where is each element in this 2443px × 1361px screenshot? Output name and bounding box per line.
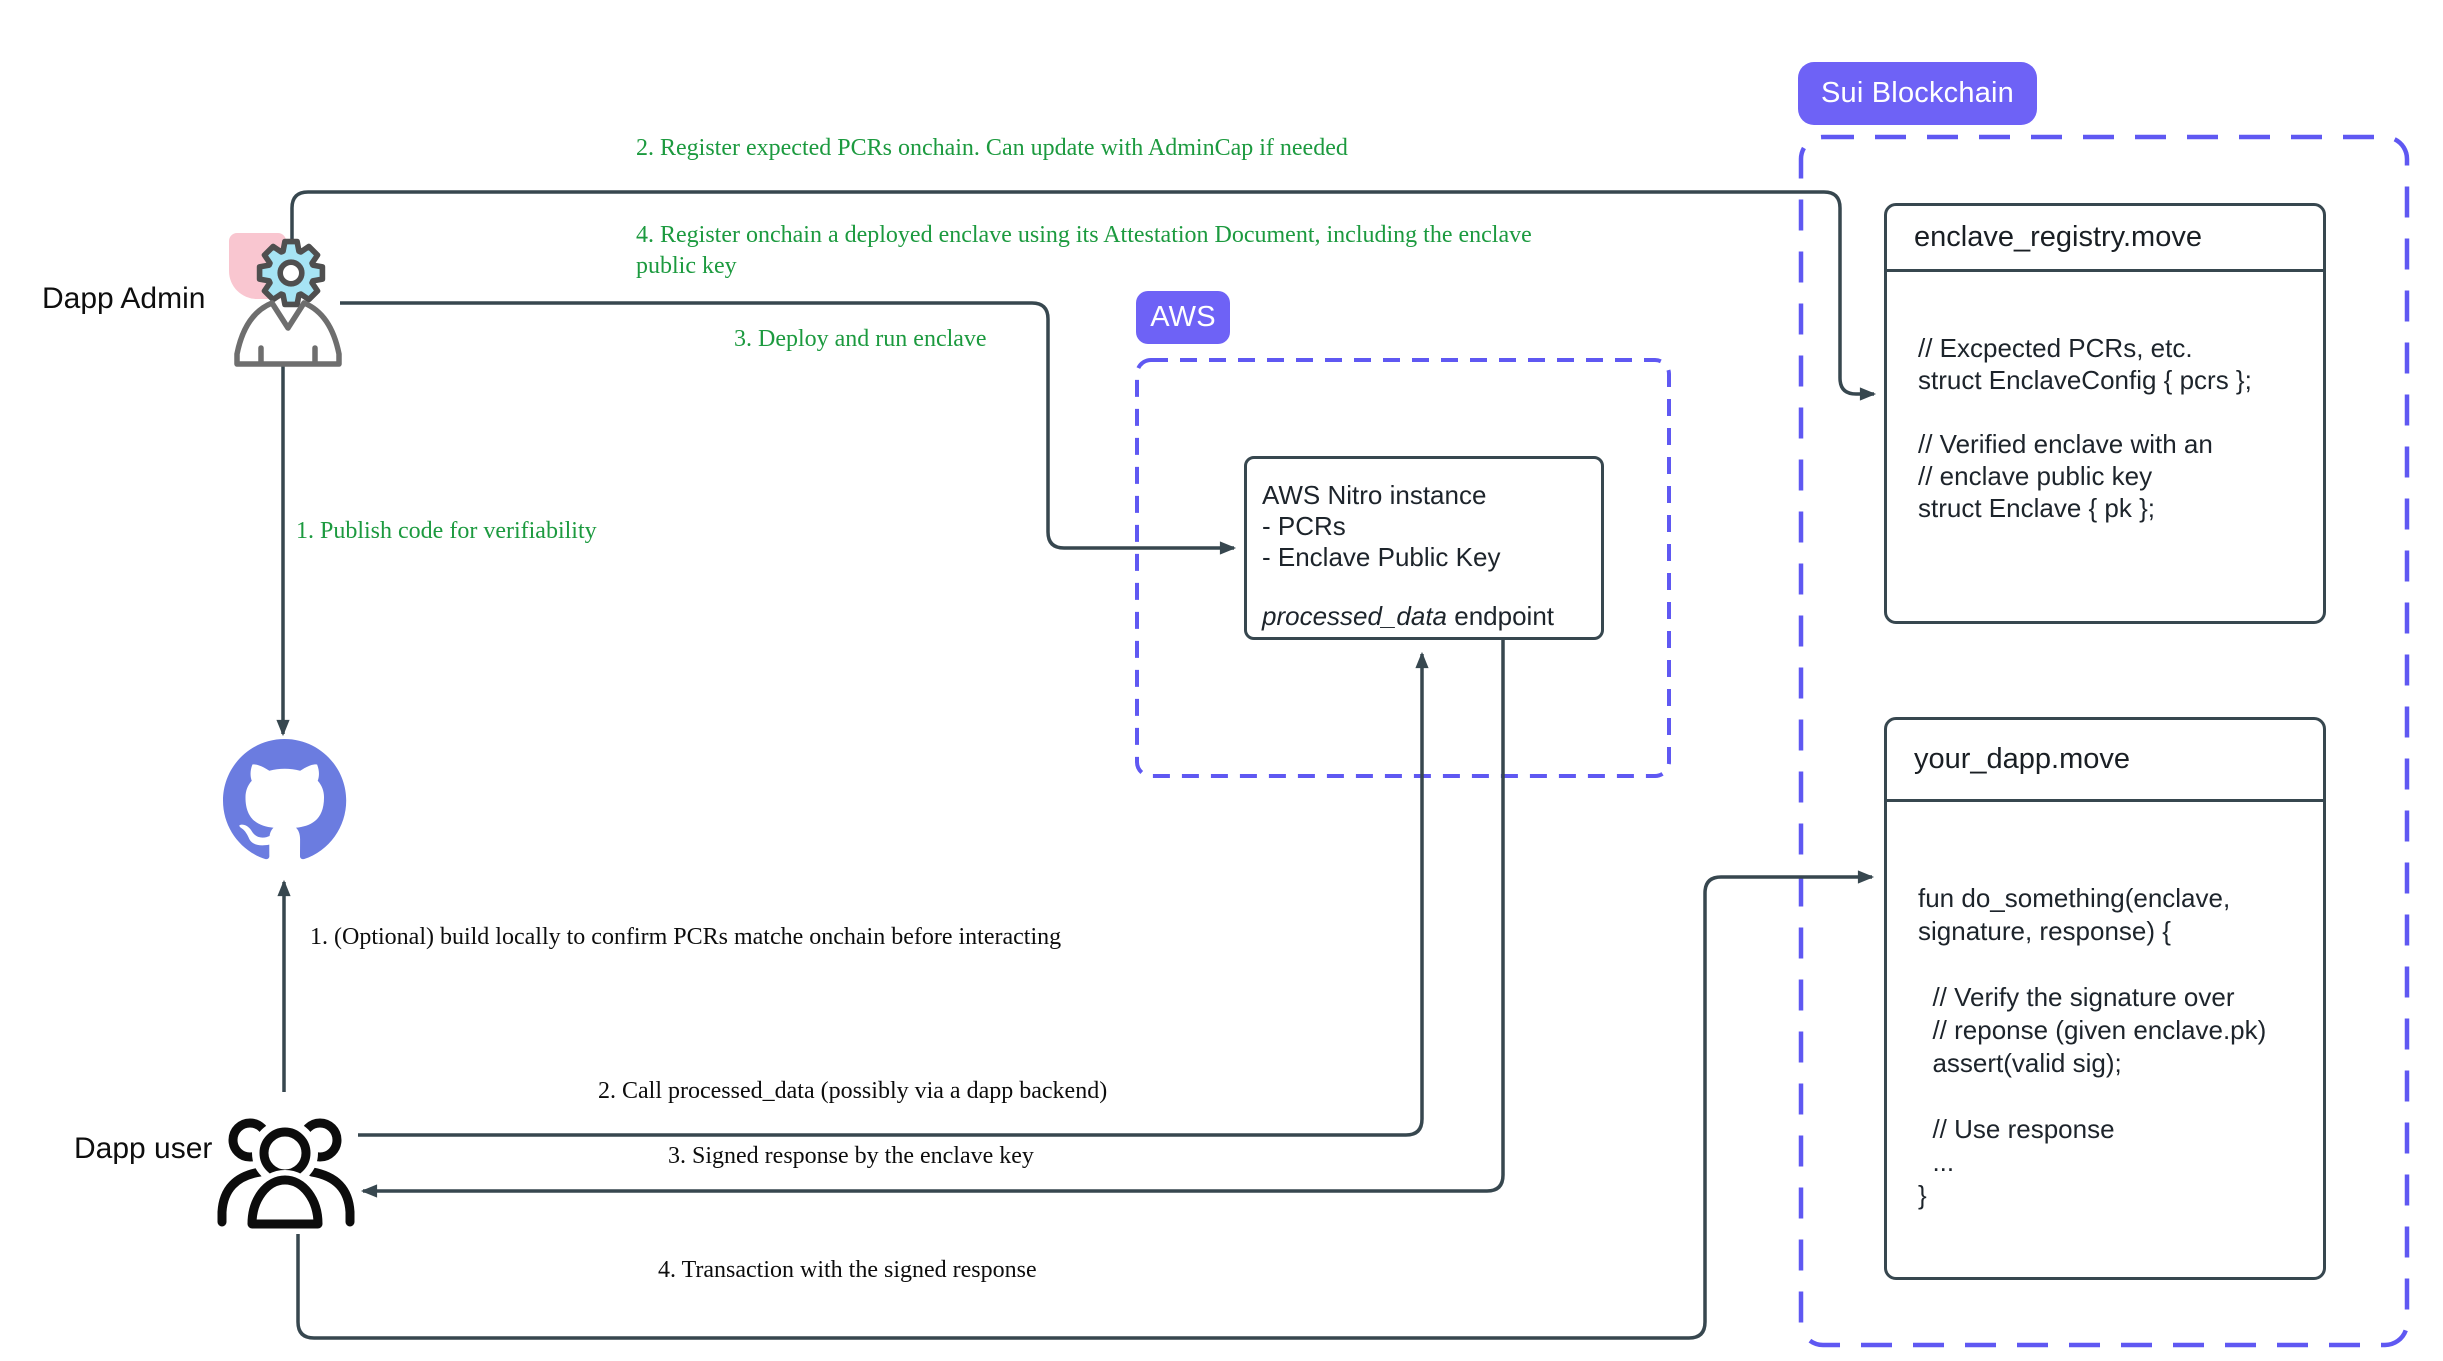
endpoint-rest: endpoint xyxy=(1447,601,1555,631)
your-dapp-title: your_dapp.move xyxy=(1887,720,2323,802)
annotation-signed-response: 3. Signed response by the enclave key xyxy=(668,1143,1034,1169)
gear-icon xyxy=(256,238,326,308)
enclave-registry-code: // Excpected PCRs, etc. struct EnclaveCo… xyxy=(1918,333,2252,523)
annotation-register-pcrs: 2. Register expected PCRs onchain. Can u… xyxy=(636,135,1348,161)
dapp-admin-label: Dapp Admin xyxy=(42,282,206,315)
dapp-admin-icon xyxy=(229,233,342,367)
connector-call-endpoint xyxy=(358,651,1429,1137)
aws-nitro-instance-box: AWS Nitro instance - PCRs - Enclave Publ… xyxy=(1244,456,1604,640)
github-octocat-icon xyxy=(223,739,347,860)
annotation-publish-code: 1. Publish code for verifiability xyxy=(296,518,597,544)
sui-blockchain-boundary xyxy=(1798,134,2410,1348)
annotation-transaction: 4. Transaction with the signed response xyxy=(658,1257,1037,1283)
aws-boundary xyxy=(1135,358,1671,778)
enclave-registry-box: enclave_registry.move // Excpected PCRs,… xyxy=(1884,203,2326,624)
people-group-icon xyxy=(217,1118,355,1234)
nitro-endpoint-line: processed_data endpoint xyxy=(1247,573,1601,632)
annotation-build-locally: 1. (Optional) build locally to confirm P… xyxy=(310,924,1062,950)
aws-badge: AWS xyxy=(1136,291,1230,344)
annotation-register-enclave: 4. Register onchain a deployed enclave u… xyxy=(636,222,1532,279)
connector-deploy-enclave xyxy=(340,301,1237,555)
enclave-registry-title: enclave_registry.move xyxy=(1887,206,2323,272)
nitro-box-lines: AWS Nitro instance - PCRs - Enclave Publ… xyxy=(1262,480,1501,572)
person-icon xyxy=(234,300,342,367)
dapp-user-label: Dapp user xyxy=(74,1132,213,1165)
annotation-deploy-enclave: 3. Deploy and run enclave xyxy=(734,326,987,352)
connector-transaction xyxy=(296,870,1875,1340)
endpoint-name: processed_data xyxy=(1262,601,1448,631)
connector-register-pcrs xyxy=(290,190,1877,401)
connector-signed-response xyxy=(360,640,1505,1198)
your-dapp-box: your_dapp.move fun do_something(enclave,… xyxy=(1884,717,2326,1280)
sui-blockchain-badge: Sui Blockchain xyxy=(1798,62,2037,125)
annotation-call-endpoint: 2. Call processed_data (possibly via a d… xyxy=(598,1078,1108,1104)
your-dapp-code: fun do_something(enclave, signature, res… xyxy=(1918,883,2267,1210)
